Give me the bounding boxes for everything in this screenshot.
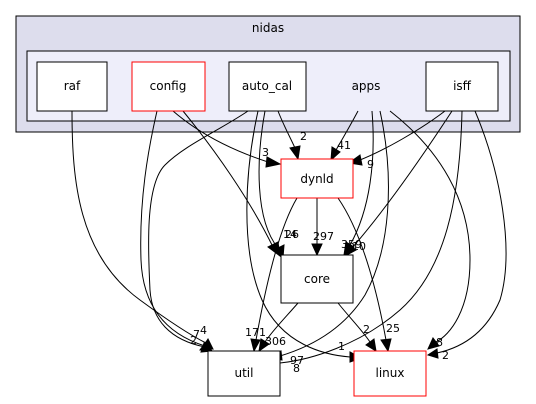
- edge-path: [172, 110, 269, 163]
- edge-auto_cal-to-util: 4: [148, 110, 249, 353]
- edge-path: [337, 302, 371, 343]
- node-dynld-label: dynld: [300, 172, 333, 186]
- edge-path: [277, 110, 296, 149]
- edge-path: [140, 110, 206, 347]
- node-isff-label: isff: [453, 79, 472, 93]
- edge-dynld-to-linux: 25: [337, 197, 400, 353]
- edge-path: [258, 110, 279, 249]
- edge-label: 297: [313, 230, 334, 243]
- node-util[interactable]: util: [207, 350, 281, 397]
- edge-apps-to-dynld: 41: [330, 110, 359, 162]
- edge-path: [182, 110, 274, 248]
- node-core-label: core: [304, 272, 330, 286]
- node-config[interactable]: config: [131, 61, 206, 112]
- node-isff[interactable]: isff: [425, 61, 499, 112]
- node-dynld[interactable]: dynld: [280, 158, 354, 199]
- edge-path: [246, 110, 351, 358]
- node-auto_cal-box[interactable]: [228, 61, 307, 112]
- node-linux[interactable]: linux: [353, 350, 427, 397]
- edge-label: 3: [262, 146, 269, 159]
- node-auto_cal-label: auto_cal: [242, 79, 292, 93]
- edge-label: 8: [436, 336, 443, 349]
- edge-label: 26: [285, 228, 299, 241]
- arrowhead: [311, 243, 323, 257]
- edge-label: 2: [300, 130, 307, 143]
- edge-path: [337, 197, 387, 341]
- edge-path: [335, 110, 359, 151]
- arrowhead: [344, 243, 357, 258]
- edge-dynld-to-util: 171: [245, 197, 298, 353]
- edge-label: 306: [265, 335, 286, 348]
- arrowhead: [426, 348, 439, 359]
- arrowhead: [289, 145, 301, 161]
- node-auto_cal[interactable]: auto_cal: [228, 61, 307, 112]
- edge-label: 359: [341, 238, 362, 251]
- node-raf-box[interactable]: [36, 61, 108, 112]
- edge-label: 10: [352, 240, 366, 253]
- node-raf-label: raf: [64, 79, 81, 93]
- edge-label: 14: [283, 228, 297, 241]
- edge-path: [359, 110, 446, 161]
- node-config-box[interactable]: [131, 61, 206, 112]
- edge-core-to-linux: 2: [337, 302, 377, 352]
- cluster-nidas-label: nidas: [252, 21, 284, 35]
- edge-label: 8: [293, 362, 300, 375]
- edge-dynld-to-core: 297: [311, 198, 334, 257]
- node-core-box[interactable]: [280, 254, 354, 304]
- cluster-apps-label[interactable]: apps: [352, 79, 381, 93]
- edge-raf-to-util: 2: [71, 110, 214, 350]
- edge-config-to-dynld: 3: [172, 110, 282, 168]
- edge-path: [279, 110, 463, 364]
- edge-path: [351, 110, 453, 249]
- edges: 2 7 3 14 2 26: [71, 110, 507, 375]
- edge-isff-to-core: 10: [344, 110, 453, 258]
- node-linux-box[interactable]: [353, 350, 427, 397]
- edge-path: [436, 110, 507, 354]
- node-config-label: config: [150, 79, 187, 93]
- edge-path: [255, 197, 298, 341]
- edge-label: 9: [367, 158, 374, 171]
- arrowhead: [250, 338, 261, 353]
- node-util-box[interactable]: [207, 350, 281, 397]
- edge-label: 41: [337, 139, 351, 152]
- edge-auto_cal-to-dynld: 2: [277, 110, 307, 161]
- edge-label: 171: [245, 326, 266, 339]
- edge-label: 2: [442, 349, 449, 362]
- arrowhead: [427, 337, 440, 350]
- edge-label: 2: [363, 323, 370, 336]
- edge-core-to-util: 306: [258, 302, 299, 353]
- edge-label: 2: [190, 334, 197, 347]
- edge-path: [148, 110, 249, 348]
- edge-isff-to-linux: 2: [426, 110, 507, 362]
- arrowhead: [380, 338, 392, 353]
- node-raf[interactable]: raf: [36, 61, 108, 112]
- edge-path: [264, 302, 299, 343]
- edge-label: 25: [386, 322, 400, 335]
- edge-path: [279, 110, 389, 357]
- edge-apps-to-linux: 8: [389, 110, 471, 350]
- edge-config-to-util: 7: [140, 110, 213, 352]
- arrowhead: [365, 338, 377, 352]
- edge-config-to-core: 14: [182, 110, 297, 258]
- node-util-label: util: [235, 366, 254, 380]
- edge-path: [71, 110, 207, 344]
- arrowhead: [265, 156, 282, 168]
- edge-path: [389, 110, 471, 343]
- node-dynld-box[interactable]: [280, 158, 354, 199]
- node-linux-label: linux: [376, 366, 405, 380]
- node-isff-box[interactable]: [425, 61, 499, 112]
- edge-label: 7: [193, 328, 200, 341]
- node-core[interactable]: core: [280, 254, 354, 304]
- arrowhead: [258, 338, 270, 353]
- arrowhead: [200, 342, 214, 353]
- edge-label: 4: [200, 324, 207, 337]
- arrowhead: [330, 146, 341, 162]
